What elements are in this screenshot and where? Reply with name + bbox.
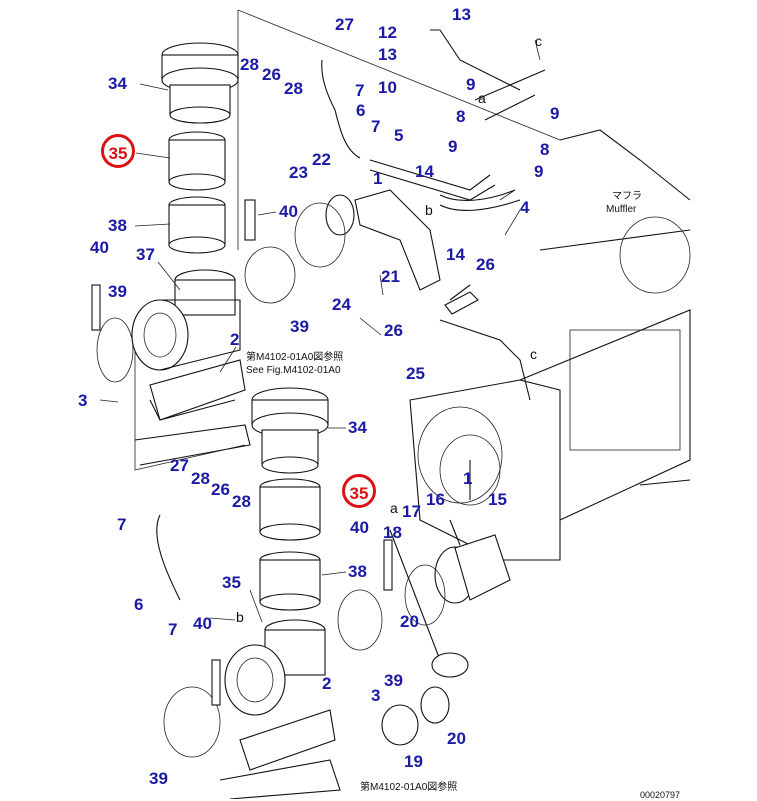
part-label-1-a: 1 [373,169,383,188]
part-label-9-d: 9 [534,162,544,181]
part-label-3-b: 3 [371,686,381,705]
part-label-39-a: 39 [108,282,127,301]
part-label-7-a: 7 [355,81,365,100]
letter-b-bottom: b [236,609,244,625]
part-label-34-top: 34 [108,74,127,93]
part-label-24: 24 [332,295,351,314]
part-label-39-d: 39 [149,769,168,788]
part-label-20-b: 20 [447,729,466,748]
part-label-10: 10 [378,78,397,97]
part-label-29-c: 28 [191,469,210,488]
part-label-12: 12 [378,23,397,42]
part-label-27-b: 26 [211,480,230,499]
part-label-40-a: 40 [279,202,298,221]
part-label-14-a: 14 [415,162,434,181]
part-label-29-d: 28 [232,492,251,511]
part-label-37: 37 [136,245,155,264]
part-label-36: 35 [222,573,241,592]
air-cleaner-upper [91,42,296,421]
air-cleaner-lower [163,387,393,799]
part-label-17: 17 [402,502,421,521]
part-label-40-c: 40 [350,518,369,537]
highlighted-part-35-bottom: 35 [342,474,376,508]
piping-upper-right [294,29,546,291]
part-label-28: 27 [335,15,354,34]
part-label-9-c: 9 [448,137,458,156]
part-label-5: 5 [394,126,404,145]
part-label-34-bottom: 34 [348,418,367,437]
part-label-9-b: 9 [550,104,560,123]
part-label-9-a: 9 [466,75,476,94]
part-label-21: 21 [381,267,400,286]
part-label-7-c: 7 [117,515,127,534]
engine-block [409,129,691,561]
part-label-18: 18 [383,523,402,542]
part-label-4: 4 [520,198,530,217]
part-label-26-b: 26 [384,321,403,340]
part-label-8-a: 8 [456,107,466,126]
part-label-39-c: 39 [384,671,403,690]
part-label-27-a: 26 [262,65,281,84]
part-label-20-a: 20 [400,612,419,631]
part-label-23: 23 [289,163,308,182]
part-label-40-d: 40 [193,614,212,633]
highlighted-part-35-top: 35 [101,134,135,168]
part-label-2-a: 2 [230,330,240,349]
part-label-3-a: 3 [78,391,88,410]
part-label-26-a: 26 [476,255,495,274]
part-label-6-b: 6 [134,595,144,614]
part-label-2-b: 2 [322,674,332,693]
letter-a-bottom: a [390,500,398,516]
part-label-6-a: 6 [356,101,366,120]
part-label-1-b: 1 [463,469,473,488]
letter-b-top: b [425,202,433,218]
letter-c-mid: c [530,346,537,362]
part-label-19: 19 [404,752,423,771]
see-fig-jp-top: 第M4102-01A0図参照 [246,352,344,363]
drawing-code: 00020797 [640,790,681,800]
part-label-16: 16 [426,490,445,509]
part-label-38-b: 38 [348,562,367,581]
part-label-11: 13 [452,5,471,24]
part-label-14-b: 14 [446,245,465,264]
part-label-28-b: 27 [170,456,189,475]
see-fig-en-top: See Fig.M4102-01A0 [246,365,341,376]
part-label-39-b: 39 [290,317,309,336]
letter-c-top: c [535,33,542,49]
muffler-en: Muffler [606,204,637,215]
part-label-7-d: 7 [168,620,178,639]
part-label-15: 15 [488,490,507,509]
part-label-8-b: 8 [540,140,550,159]
part-label-13: 13 [378,45,397,64]
part-label-29-b: 28 [284,79,303,98]
letter-a-top: a [478,90,486,106]
leader-lines [99,83,384,623]
exhaust-lower [381,460,511,746]
muffler-jp: マフラ [612,191,642,202]
part-label-29-a: 28 [240,55,259,74]
part-label-38-a: 38 [108,216,127,235]
part-label-40-b: 40 [90,238,109,257]
part-label-22: 22 [312,150,331,169]
see-fig-jp-bottom: 第M4102-01A0図参照 [360,782,458,793]
part-label-25: 25 [406,364,425,383]
part-label-7-b: 7 [371,117,381,136]
